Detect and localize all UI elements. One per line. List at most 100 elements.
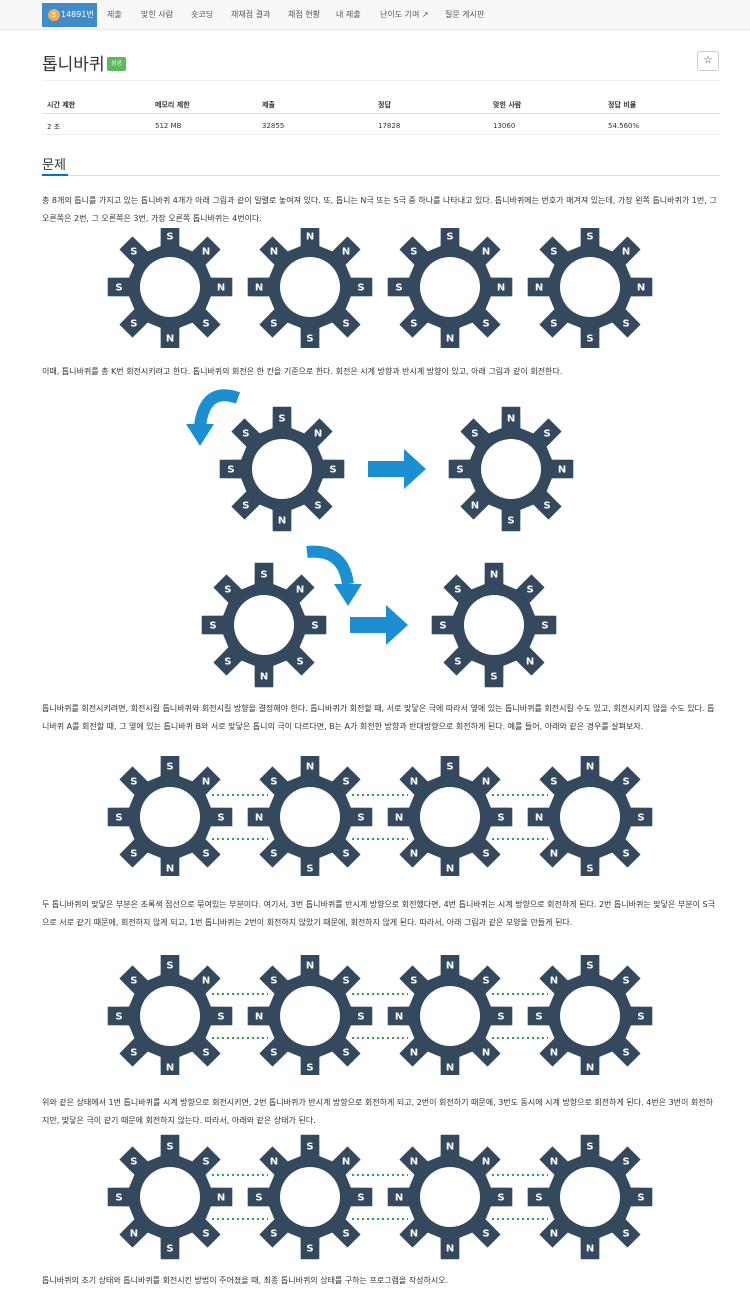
gear-tooth-label: S xyxy=(270,776,277,787)
gear-tooth-label: N xyxy=(550,849,558,860)
gear-tooth-label: N xyxy=(446,1063,454,1074)
gear-tooth-label: N xyxy=(497,283,505,294)
value-time-limit: 2 초 xyxy=(47,123,61,131)
gear-tooth-label: N xyxy=(306,232,314,243)
gear-tooth-label: S xyxy=(306,1142,313,1153)
nav-submit[interactable]: 제출 xyxy=(107,10,122,19)
gear-tooth-label: N xyxy=(550,1156,558,1167)
gear-tooth-label: N xyxy=(314,428,322,439)
gear-hole xyxy=(234,595,294,655)
gear-tooth-label: N xyxy=(166,864,174,875)
gear-tooth-label: S xyxy=(497,813,504,824)
gear-tooth-label: S xyxy=(342,849,349,860)
external-link-icon: ↗ xyxy=(421,10,429,19)
gear-hole xyxy=(481,439,541,499)
value-submissions: 32855 xyxy=(262,122,285,130)
arrow-right-icon xyxy=(350,605,408,645)
gear-tooth-label: N xyxy=(507,414,515,425)
gear-tooth-label: S xyxy=(166,961,173,972)
gear-tooth-label: N xyxy=(586,1063,594,1074)
value-memory-limit: 512 MB xyxy=(155,122,182,130)
gear-tooth-label: N xyxy=(550,1229,558,1240)
gear-tooth-label: N xyxy=(296,584,304,595)
gear-tooth-label: S xyxy=(446,762,453,773)
gear-tooth-label: S xyxy=(497,1193,504,1204)
gear-tooth-label: S xyxy=(270,849,277,860)
gear-tooth-label: S xyxy=(130,246,137,257)
rotation-arc xyxy=(306,545,354,586)
nav-solvers[interactable]: 맞힌 사람 xyxy=(141,10,173,19)
gear-tooth-label: S xyxy=(115,813,122,824)
medal-icon: 5 xyxy=(48,9,60,21)
gear-tooth-label: N xyxy=(255,283,263,294)
header-submissions: 제출 xyxy=(262,101,275,109)
gear-tooth-label: N xyxy=(255,1012,263,1023)
gear-tooth-label: S xyxy=(482,319,489,330)
rotation-arrow-head xyxy=(186,424,214,446)
gear-tooth-label: S xyxy=(306,1244,313,1255)
gear-tooth-label: N xyxy=(130,1229,138,1240)
gear-tooth-label: S xyxy=(166,1244,173,1255)
gear-tooth-label: S xyxy=(202,1048,209,1059)
divider xyxy=(42,80,720,81)
gear-hole xyxy=(420,1167,480,1227)
gear-tooth-label: S xyxy=(342,975,349,986)
gear-hole xyxy=(280,257,340,317)
nav-status[interactable]: 채점 현황 xyxy=(288,10,320,19)
nav-rejudge[interactable]: 재채점 결과 xyxy=(231,10,271,19)
gear-tooth-label: S xyxy=(306,1063,313,1074)
gear-hole xyxy=(560,257,620,317)
gear-tooth-label: S xyxy=(311,621,318,632)
gear-tooth-label: S xyxy=(535,1012,542,1023)
gear-tooth-label: S xyxy=(357,1012,364,1023)
arrow-right-icon xyxy=(368,449,426,489)
paragraph-5: 위와 같은 상태에서 1번 톱니바퀴를 시계 방향으로 회전시키면, 2번 톱니… xyxy=(42,1098,713,1125)
gear-tooth-label: S xyxy=(586,961,593,972)
gear-tooth-label: S xyxy=(410,975,417,986)
gear-tooth-label: S xyxy=(637,1193,644,1204)
gear-tooth-label: S xyxy=(586,334,593,345)
gear-tooth-label: S xyxy=(270,319,277,330)
gear-tooth-label: S xyxy=(454,584,461,595)
gear-tooth-label: S xyxy=(130,319,137,330)
header-ratio: 정답 비율 xyxy=(608,101,637,109)
paragraph-1: 총 8개의 톱니를 가지고 있는 톱니바퀴 4개가 아래 그림과 같이 일렬로 … xyxy=(42,196,717,223)
gear-tooth-label: N xyxy=(202,246,210,257)
gear-tooth-label: N xyxy=(395,813,403,824)
problem-number-tab[interactable]: 5 14891번 xyxy=(42,3,97,27)
gear-tooth-label: N xyxy=(306,961,314,972)
gear-tooth-label: N xyxy=(471,501,479,512)
star-button[interactable]: ☆ xyxy=(697,51,719,71)
gear-tooth-label: S xyxy=(130,776,137,787)
gear-tooth-label: S xyxy=(550,776,557,787)
gear-tooth-label: S xyxy=(543,501,550,512)
paragraph-2: 이때, 톱니바퀴를 총 K번 회전시키려고 한다. 톱니바퀴의 회전은 한 칸을… xyxy=(42,367,563,376)
problem-number-label: 14891번 xyxy=(61,10,94,19)
gear-tooth-label: N xyxy=(270,246,278,257)
table-header-line xyxy=(42,113,720,114)
gear-tooth-label: N xyxy=(410,776,418,787)
gear-tooth-label: S xyxy=(166,762,173,773)
nav-shortcoding[interactable]: 숏코딩 xyxy=(191,10,214,19)
table-row-line xyxy=(42,134,720,135)
gear-tooth-label: N xyxy=(410,1229,418,1240)
header-memory-limit: 메모리 제한 xyxy=(155,101,190,109)
gear-tooth-label: N xyxy=(535,813,543,824)
nav-difficulty[interactable]: 난이도 기여 ↗ xyxy=(380,0,429,30)
nav-board[interactable]: 질문 게시판 xyxy=(445,10,485,19)
gear-tooth-label: S xyxy=(526,584,533,595)
nav-difficulty-label: 난이도 기여 xyxy=(380,10,420,19)
nav-my-submissions[interactable]: 내 제출 xyxy=(336,10,361,19)
